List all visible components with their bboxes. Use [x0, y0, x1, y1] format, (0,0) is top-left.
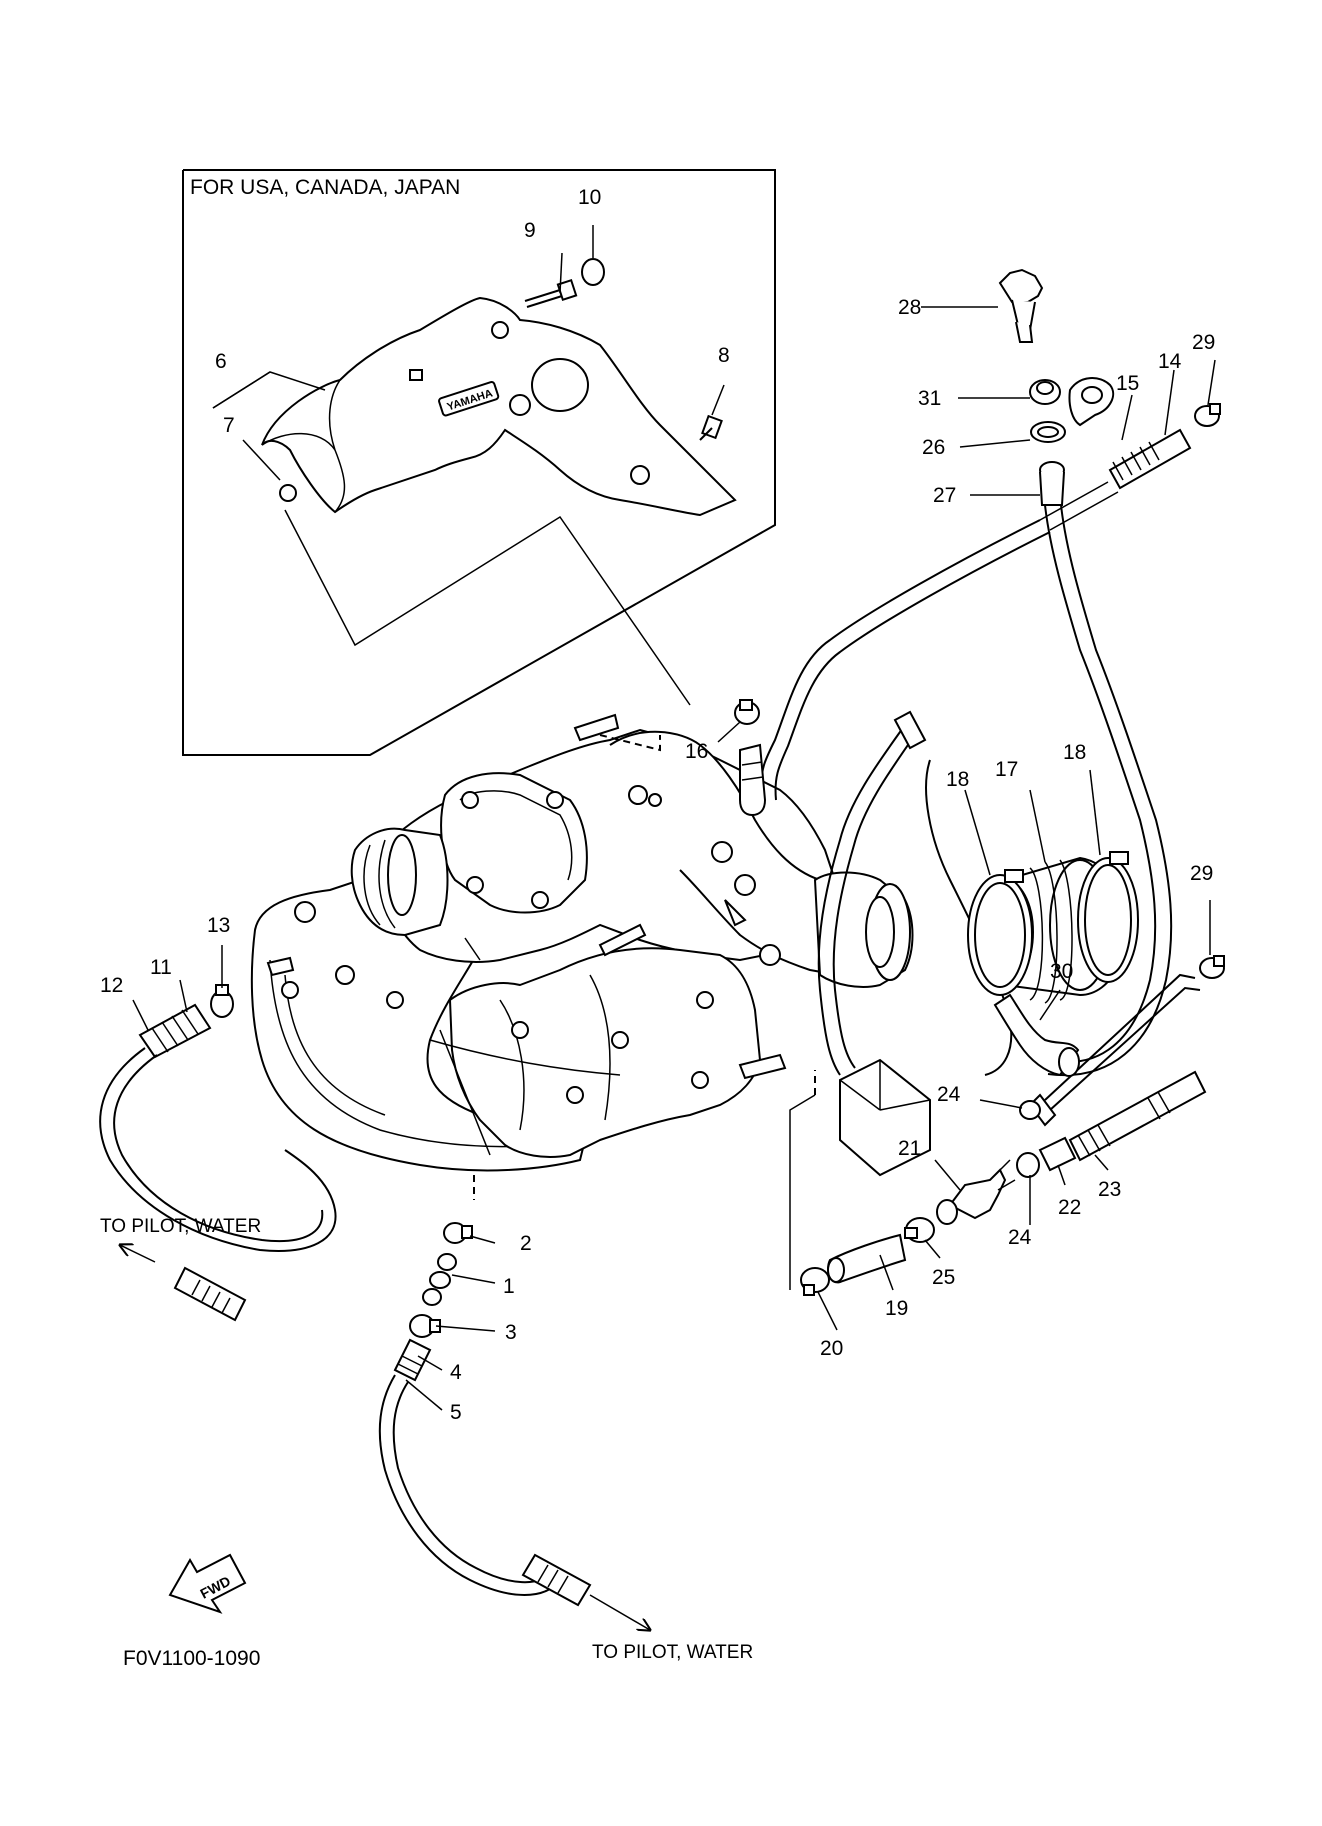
callout-10: 10: [578, 186, 601, 209]
clamp-24-upper: [1019, 1100, 1041, 1120]
callout-11: 11: [150, 956, 172, 979]
callout-24b: 24: [1008, 1226, 1032, 1249]
clamp-25: [904, 1217, 935, 1243]
callout-18a: 18: [946, 768, 969, 791]
clamp-29-top: [1194, 403, 1221, 427]
fwd-arrow-icon: FWD: [168, 1553, 247, 1614]
hose-30: [993, 993, 1080, 1077]
clamp-20: [800, 1267, 830, 1296]
figure-code: F0V1100-1090: [123, 1647, 260, 1670]
callout-16: 16: [685, 740, 708, 763]
clamp-13: [210, 984, 234, 1018]
pilot-fitting-left: [173, 1266, 247, 1322]
left-hose-group: [99, 984, 337, 1322]
clamp-18-right: [1077, 851, 1139, 983]
callout-26: 26: [922, 436, 945, 459]
callout-20: 20: [820, 1337, 843, 1360]
cap-10: [581, 258, 605, 286]
hose-4: [393, 1338, 432, 1382]
callout-22: 22: [1058, 1196, 1081, 1219]
callout-30: 30: [1050, 960, 1073, 983]
callout-15: 15: [1116, 372, 1139, 395]
callout-6: 6: [215, 350, 227, 373]
callout-labels: 1 2 3 4 5 6 7 8 9 10 11 12 13 14 15 16 1…: [100, 186, 1215, 1424]
filler-tube-27: [1039, 461, 1173, 1077]
callout-12: 12: [100, 974, 123, 997]
bottom-hose-group: [378, 1222, 650, 1630]
callout-29b: 29: [1190, 862, 1213, 885]
callout-13: 13: [207, 914, 230, 937]
bolt-9: [524, 278, 578, 308]
center-hose: [817, 710, 1013, 1177]
fitting-1: [422, 1253, 457, 1306]
leader-lines: [132, 306, 1216, 1411]
callout-18b: 18: [1063, 741, 1086, 764]
callout-9: 9: [524, 219, 536, 242]
hose-12: [138, 1003, 212, 1059]
clamp-29-lower: [1199, 955, 1225, 979]
filter-box: [839, 1058, 931, 1177]
callout-5: 5: [450, 1401, 462, 1424]
cap-28: [998, 268, 1044, 343]
oring-7: [279, 484, 297, 502]
cover-port: [531, 358, 589, 412]
exhaust-cover: YAMAHA: [261, 296, 737, 517]
clamp-2: [443, 1222, 473, 1244]
nut-31: [1029, 379, 1061, 405]
hose-15: [1112, 441, 1160, 481]
hose-22: [1038, 1136, 1077, 1172]
clip-8: [699, 414, 723, 441]
callout-31: 31: [918, 387, 941, 410]
pilot-fitting-bottom: [521, 1553, 592, 1607]
clamp-3: [409, 1314, 441, 1338]
clamp-24-lower: [1016, 1152, 1040, 1178]
hose-14: [1039, 428, 1192, 531]
hose-23: [1068, 1070, 1207, 1162]
callout-4: 4: [450, 1361, 462, 1384]
callout-29a: 29: [1192, 331, 1215, 354]
caption-pilot-bottom: TO PILOT, WATER: [592, 1642, 753, 1663]
callout-2: 2: [520, 1232, 532, 1255]
gasket-26: [1030, 377, 1115, 443]
callout-24a: 24: [937, 1083, 961, 1106]
callout-17: 17: [995, 758, 1018, 781]
inset-panel: FOR USA, CANADA, JAPAN YAMAHA: [182, 169, 776, 756]
hose-16: [734, 699, 767, 817]
inset-title: FOR USA, CANADA, JAPAN: [190, 176, 460, 199]
callout-23: 23: [1098, 1178, 1121, 1201]
callout-19: 19: [885, 1297, 908, 1320]
callout-27: 27: [933, 484, 956, 507]
caption-pilot-left: TO PILOT, WATER: [100, 1216, 261, 1237]
callout-8: 8: [718, 344, 730, 367]
hose-19: [827, 1233, 907, 1284]
callout-21: 21: [898, 1137, 921, 1160]
filler-group: [760, 268, 1221, 1077]
callout-14: 14: [1158, 350, 1182, 373]
callout-28: 28: [898, 296, 921, 319]
callout-1: 1: [503, 1275, 515, 1298]
callout-7: 7: [223, 414, 235, 437]
fitting-21: [936, 1159, 1016, 1225]
exhaust-assembly: [250, 713, 914, 1200]
callout-3: 3: [505, 1321, 517, 1344]
callout-25: 25: [932, 1266, 955, 1289]
clamp-18-left: [967, 869, 1033, 996]
